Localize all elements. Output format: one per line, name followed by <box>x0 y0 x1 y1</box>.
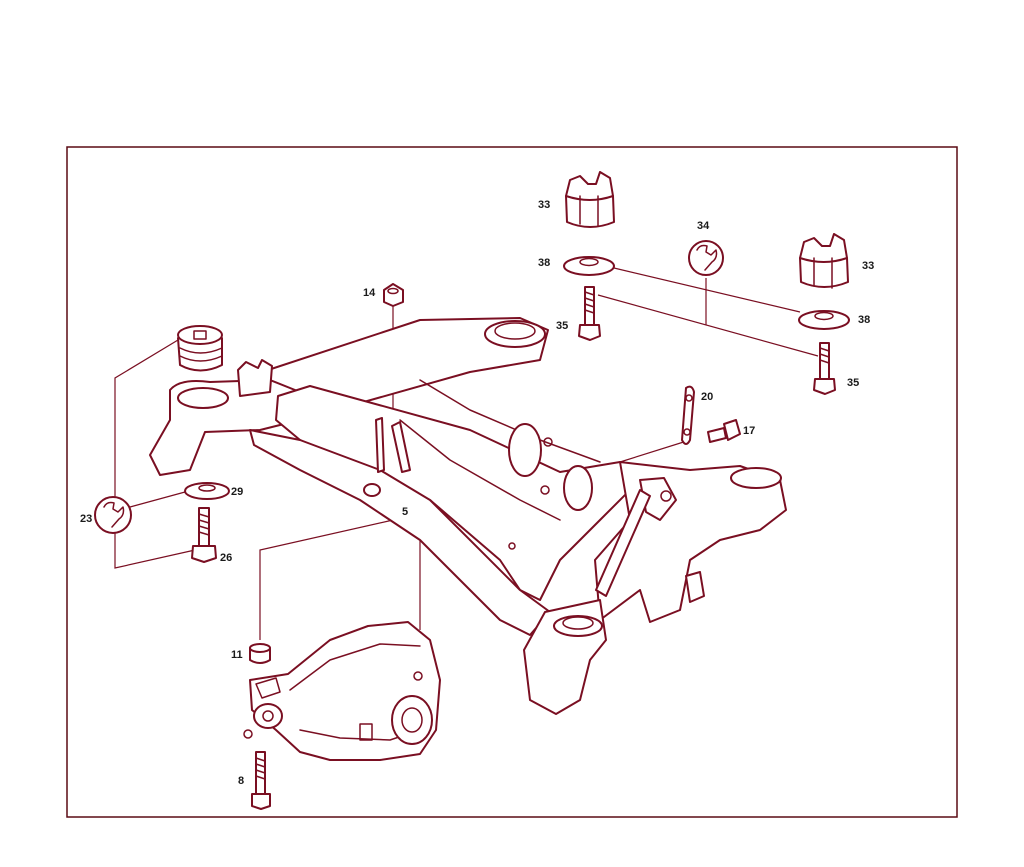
nut-14 <box>383 283 404 307</box>
wrench-symbol-23 <box>94 496 132 534</box>
wrench-symbol-34 <box>688 240 724 276</box>
callout-33-left: 33 <box>538 199 550 211</box>
callout-38-left: 38 <box>538 257 550 269</box>
bolt-26 <box>191 507 217 563</box>
washer-29 <box>184 482 230 500</box>
rubber-mount-left <box>565 171 615 228</box>
callout-14: 14 <box>363 287 376 299</box>
rubber-mount-front-left <box>177 325 223 372</box>
callout-20: 20 <box>701 391 713 403</box>
washer-38-right <box>798 310 850 330</box>
diagram-frame <box>66 146 958 818</box>
clip-20 <box>681 385 695 445</box>
bolt-8 <box>251 751 271 810</box>
callout-23: 23 <box>80 513 92 525</box>
callouts: 33 33 34 38 38 35 35 14 20 17 29 23 26 5… <box>80 199 874 787</box>
washer-38-left <box>563 256 615 276</box>
callout-38-right: 38 <box>858 314 870 326</box>
callout-33-right: 33 <box>862 260 874 272</box>
bolt-17 <box>707 419 741 443</box>
bolt-35-right <box>813 342 836 395</box>
spacer-11 <box>249 643 271 664</box>
callout-29: 29 <box>231 486 243 498</box>
rear-axle-carrier <box>149 317 787 715</box>
bolt-35-left <box>578 286 601 341</box>
callout-34: 34 <box>697 220 710 232</box>
callout-26: 26 <box>220 552 232 564</box>
callout-17: 17 <box>743 425 755 437</box>
rubber-mount-right <box>799 233 849 289</box>
callout-8: 8 <box>238 775 244 787</box>
callout-35-right: 35 <box>847 377 859 389</box>
differential-housing <box>243 621 441 761</box>
callout-11: 11 <box>231 649 243 661</box>
callout-35-left: 35 <box>556 320 568 332</box>
callout-5: 5 <box>402 506 408 518</box>
